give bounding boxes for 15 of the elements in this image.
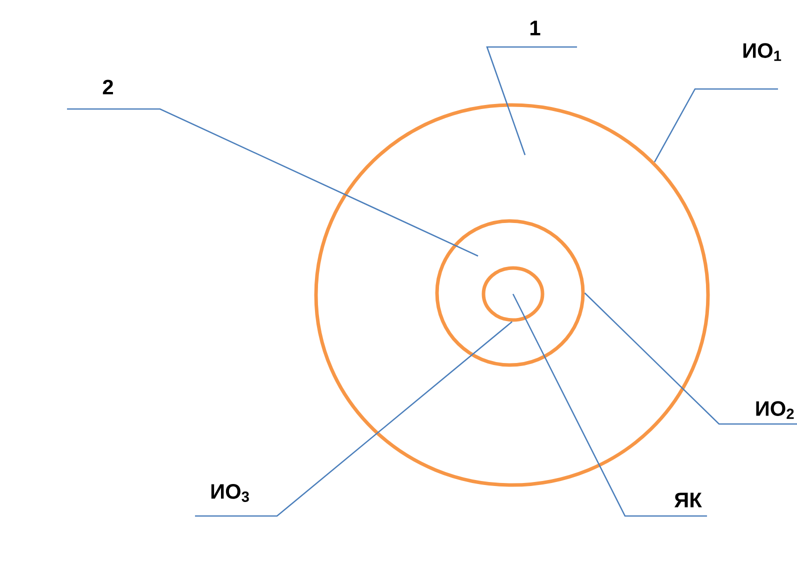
circle — [435, 219, 585, 367]
leader-line — [195, 321, 512, 517]
callout-number: 1 — [530, 20, 540, 36]
callout-number: 2 — [102, 80, 113, 94]
leader-line — [512, 294, 707, 517]
label-text: ИО$_{2}$ — [756, 401, 794, 419]
label-text: ЯК — [674, 492, 702, 508]
circle — [482, 266, 544, 322]
label-text: ИО$_{3}$ — [211, 484, 249, 502]
leader-line — [584, 292, 797, 425]
circle — [314, 103, 710, 487]
label-text: ИО$_{1}$ — [743, 43, 782, 61]
leader-line — [486, 46, 577, 156]
leader-line — [654, 88, 778, 162]
leader-line — [67, 108, 478, 257]
